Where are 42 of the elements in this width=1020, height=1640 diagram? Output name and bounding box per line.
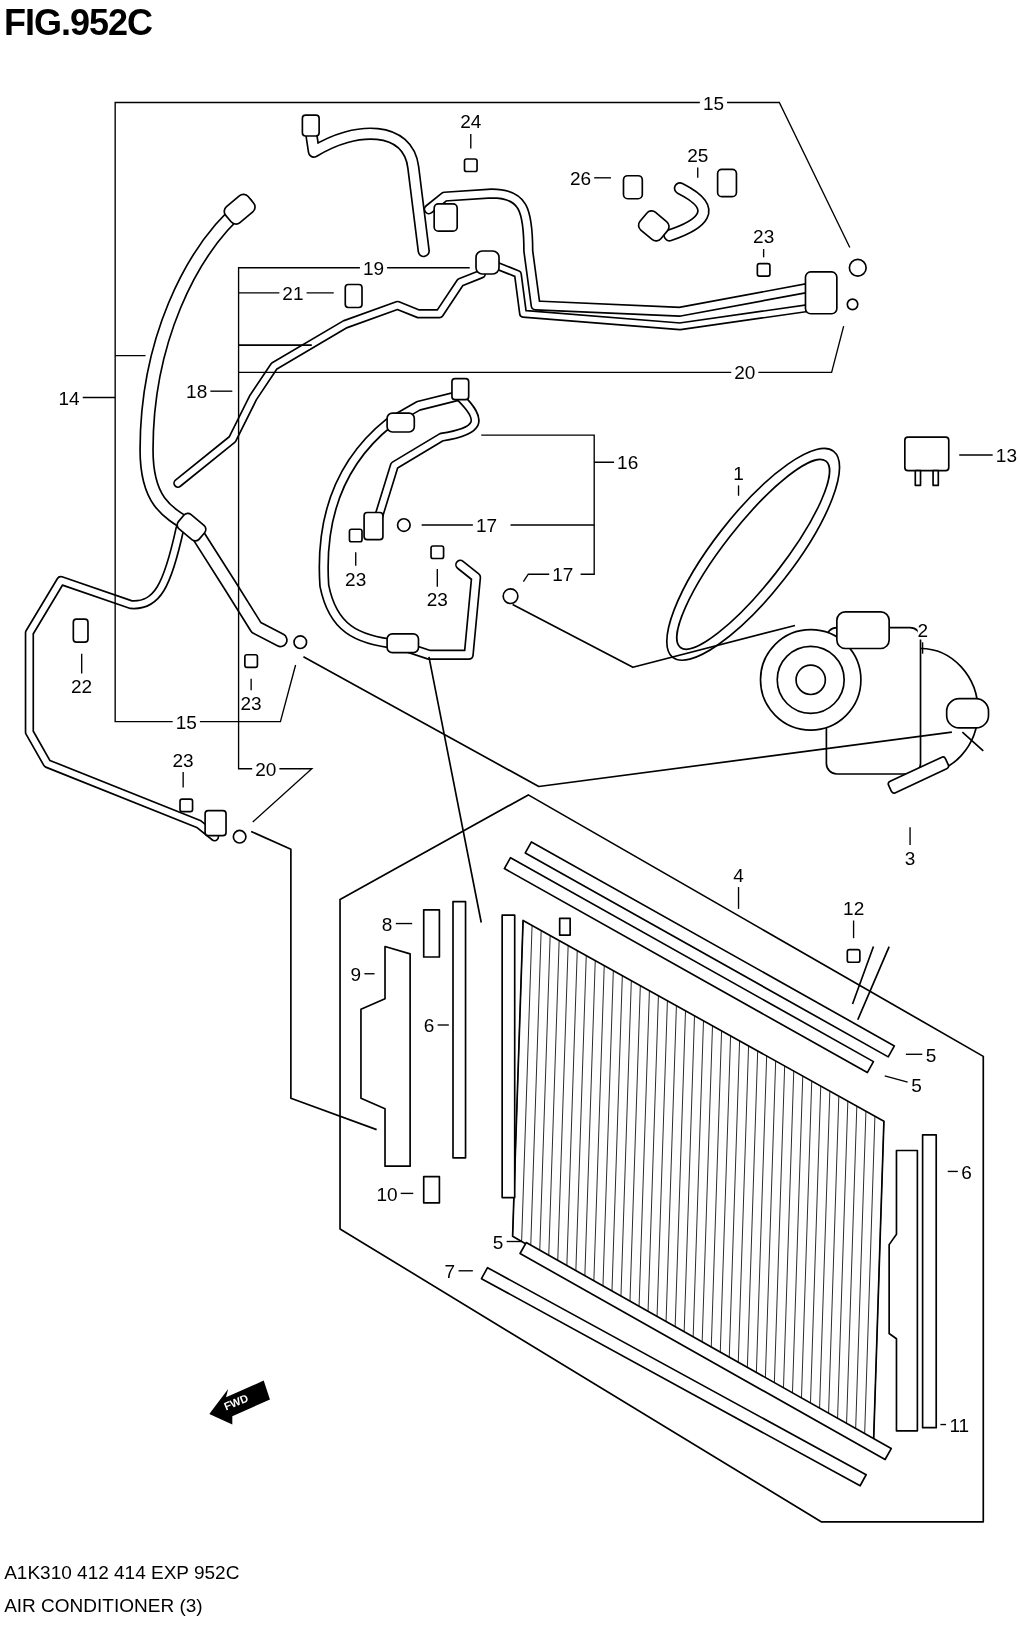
leader-line (355, 551, 357, 567)
leader-line (726, 101, 851, 249)
leader-line (182, 771, 184, 789)
leader-line (363, 973, 376, 975)
leader-line (939, 1423, 947, 1426)
caption-text: AIR CONDITIONER (3) (4, 1595, 203, 1618)
leader-line (737, 484, 740, 497)
leader-line (697, 166, 699, 179)
leader-line (909, 826, 911, 846)
leader-line (947, 1170, 959, 1173)
leader-line (395, 922, 413, 925)
leader-line (505, 1240, 522, 1243)
leader-line (436, 568, 438, 588)
leader-line (400, 1192, 414, 1195)
leader-line (522, 573, 550, 583)
leader-line (420, 524, 474, 526)
leader-line (237, 292, 335, 294)
leader-line (82, 354, 147, 399)
caption-text: A1K310 412 414 EXP 952C (4, 1561, 240, 1584)
leader-line (762, 248, 765, 258)
leader-line (470, 133, 472, 150)
leader-line (884, 1075, 909, 1083)
leader-line (436, 1024, 450, 1026)
leader-line (852, 919, 855, 939)
leader-line (921, 641, 924, 655)
figure-title: FIG.952C (4, 2, 153, 44)
leader-line (199, 664, 297, 723)
leader-line (593, 177, 612, 179)
leader-line (905, 1053, 923, 1055)
leader-line (237, 267, 361, 770)
leader-line (209, 390, 233, 392)
direction-label: FWD (222, 1391, 251, 1413)
leader-line (958, 454, 994, 456)
leader-line (737, 886, 740, 910)
leader-line (81, 653, 83, 675)
leader-line (457, 1270, 474, 1272)
leader-line (386, 267, 471, 269)
leader-line (252, 768, 314, 823)
leader-line (237, 325, 845, 374)
leader-line (114, 101, 701, 723)
leader-line (480, 434, 615, 575)
leader-line (250, 678, 252, 691)
